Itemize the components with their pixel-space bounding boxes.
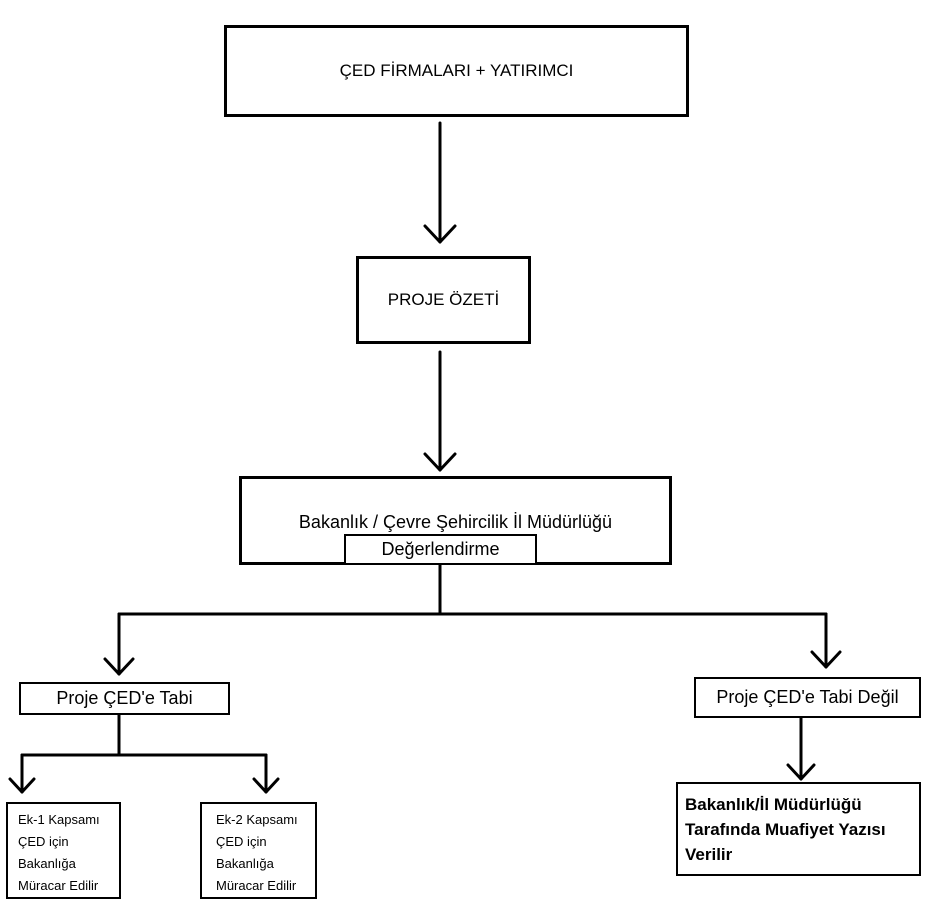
arrowhead-ek1 [8,777,36,794]
muafiyet-line: Tarafında Muafiyet Yazısı [685,820,886,839]
ced-firmalari-label: ÇED FİRMALARI + YATIRIMCI [339,61,574,80]
muafiyet-line: Verilir [685,845,733,864]
arrowhead-ced-to-ozet [423,224,457,244]
arrowhead-ek2 [252,777,280,794]
ek1-line: Müracar Edilir [18,878,99,893]
muafiyet-box: Bakanlık/İl Müdürlüğü Tarafında Muafiyet… [676,782,921,876]
degerlendirme-box: Değerlendirme [344,534,537,565]
ek1-line: ÇED için [18,834,69,849]
ek2-line: Müracar Edilir [216,878,297,893]
proje-ced-tabi-degil-box: Proje ÇED'e Tabi Değil [694,677,921,718]
arrowhead-left-branch [103,657,135,676]
ek2-line: Ek-2 Kapsamı [216,812,298,827]
degerlendirme-label: Değerlendirme [381,539,500,559]
ek2-line: Bakanlığa [216,856,274,871]
muafiyet-line: Bakanlık/İl Müdürlüğü [685,795,862,814]
proje-ced-tabi-box: Proje ÇED'e Tabi [19,682,230,715]
ek1-box: Ek-1 Kapsamı ÇED için Bakanlığa Müracar … [6,802,121,899]
ced-firmalari-box: ÇED FİRMALARI + YATIRIMCI [224,25,689,117]
proje-ozeti-box: PROJE ÖZETİ [356,256,531,344]
arrowhead-right-branch [810,650,842,669]
muafiyet-text: Bakanlık/İl Müdürlüğü Tarafında Muafiyet… [685,792,886,867]
proje-ced-tabi-degil-label: Proje ÇED'e Tabi Değil [716,687,899,707]
bakanlik-label: Bakanlık / Çevre Şehircilik İl Müdürlüğü [298,512,613,532]
ek1-text: Ek-1 Kapsamı ÇED için Bakanlığa Müracar … [18,809,100,897]
ek2-line: ÇED için [216,834,267,849]
ek2-box: Ek-2 Kapsamı ÇED için Bakanlığa Müracar … [200,802,317,899]
ek1-line: Ek-1 Kapsamı [18,812,100,827]
ek1-line: Bakanlığa [18,856,76,871]
proje-ozeti-label: PROJE ÖZETİ [387,290,500,309]
arrowhead-muafiyet [786,763,816,781]
arrowhead-ozet-to-bakanlik [423,452,457,472]
ek2-text: Ek-2 Kapsamı ÇED için Bakanlığa Müracar … [216,809,298,897]
proje-ced-tabi-label: Proje ÇED'e Tabi [56,688,193,708]
